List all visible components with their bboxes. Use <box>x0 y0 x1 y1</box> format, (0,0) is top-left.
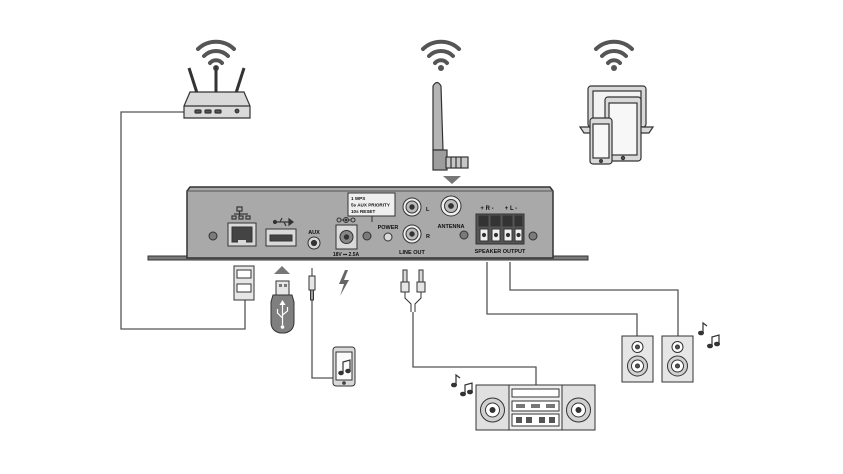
usb-drive-icon <box>270 280 295 334</box>
screw-right <box>528 231 538 241</box>
power-bolt-icon <box>339 270 349 296</box>
speaker-left-line <box>509 262 679 336</box>
usb-symbol-drive-icon <box>276 300 289 329</box>
antenna-label: ANTENNA <box>438 224 465 230</box>
ethernet-port <box>227 206 257 247</box>
speaker-right-line <box>486 262 638 336</box>
connection-lines <box>120 111 679 385</box>
device-screws <box>208 230 538 241</box>
antenna-arrow-icon <box>443 176 461 184</box>
devices-wifi-icon <box>594 39 634 71</box>
line-out-left-label: L <box>426 207 430 213</box>
ethernet-plug-icon <box>233 265 255 301</box>
usb-symbol-icon <box>272 217 294 227</box>
screw-2 <box>362 231 372 241</box>
aux-port: AUX <box>307 230 321 250</box>
antenna-port: ANTENNA <box>438 195 465 230</box>
aux-to-phone-line <box>311 300 333 379</box>
aux-label: AUX <box>308 230 320 236</box>
line-out-ports: L R LINE OUT <box>399 197 430 256</box>
legend-line-1: 1 WPS <box>351 196 365 201</box>
network-icon <box>231 206 251 220</box>
antenna-icon <box>432 81 469 171</box>
usb-port <box>265 217 297 247</box>
line-out-right-label: R <box>426 234 430 240</box>
aux-cable-icon <box>308 268 316 301</box>
stereo-system-icon <box>475 384 596 431</box>
dc-power-port: 18V ⎓ 2.5A <box>333 217 360 258</box>
rca-cable-icon <box>400 269 426 312</box>
phone-music-icon <box>332 346 356 387</box>
wifi-router-icon <box>183 66 251 119</box>
laptop-tablet-phone-icon <box>578 85 655 165</box>
polarity-icon <box>336 217 356 223</box>
lineout-to-stereo-line <box>412 312 537 385</box>
speaker-right-terminals: + R - <box>480 206 493 212</box>
legend-line-2: 5s AUX PRIORITY <box>351 203 390 208</box>
speaker-music-notes-icon <box>697 321 720 349</box>
dc-label: 18V ⎓ 2.5A <box>333 252 360 258</box>
screw-3 <box>459 230 469 240</box>
speaker-output-terminal: + R - + L - SPEAKER OUTPUT <box>475 206 526 255</box>
music-note-icon <box>338 359 351 376</box>
speaker-left-terminals: + L - <box>505 206 517 212</box>
button-legend: 1 WPS 5s AUX PRIORITY 10s RESET <box>347 192 396 222</box>
speaker-output-label: SPEAKER OUTPUT <box>475 249 526 255</box>
speaker-pair-icon <box>621 335 694 383</box>
stereo-music-notes-icon <box>451 373 474 397</box>
screw-left <box>208 231 218 241</box>
router-to-ethernet-line <box>120 111 246 330</box>
line-out-label: LINE OUT <box>399 250 425 256</box>
power-indicator: POWER <box>378 225 399 242</box>
legend-line-3: 10s RESET <box>351 209 375 214</box>
usb-arrow-icon <box>274 266 290 274</box>
antenna-wifi-icon <box>421 39 461 71</box>
power-label: POWER <box>378 225 399 231</box>
